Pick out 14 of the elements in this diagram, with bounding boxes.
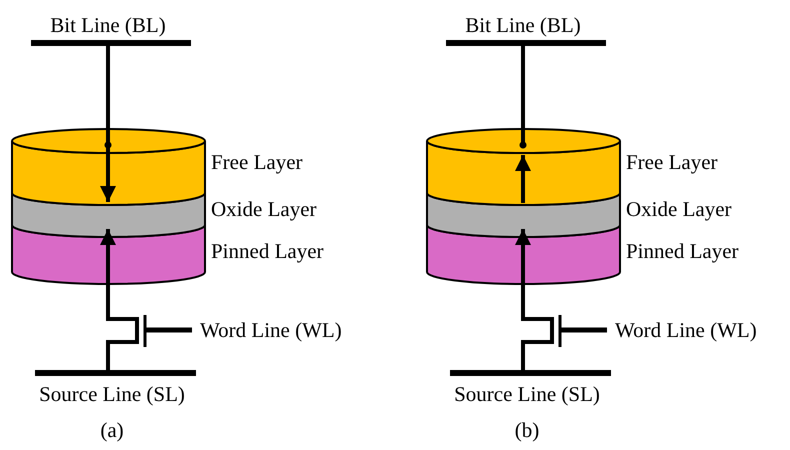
layer-label: Free Layer xyxy=(211,150,303,174)
line-label: Word Line (WL) xyxy=(200,318,342,342)
panel-label: (a) xyxy=(100,418,124,442)
layer-label: Pinned Layer xyxy=(626,239,739,263)
line-label: Bit Line (BL) xyxy=(465,13,581,37)
layer-label: Pinned Layer xyxy=(211,239,324,263)
layer-label: Oxide Layer xyxy=(626,197,732,221)
layer-label: Free Layer xyxy=(626,150,718,174)
layer-label: Oxide Layer xyxy=(211,197,317,221)
line-label: Bit Line (BL) xyxy=(50,13,166,37)
line-label: Source Line (SL) xyxy=(454,382,600,406)
line-label: Source Line (SL) xyxy=(39,382,185,406)
line-label: Word Line (WL) xyxy=(615,318,757,342)
panel-label: (b) xyxy=(514,418,540,442)
